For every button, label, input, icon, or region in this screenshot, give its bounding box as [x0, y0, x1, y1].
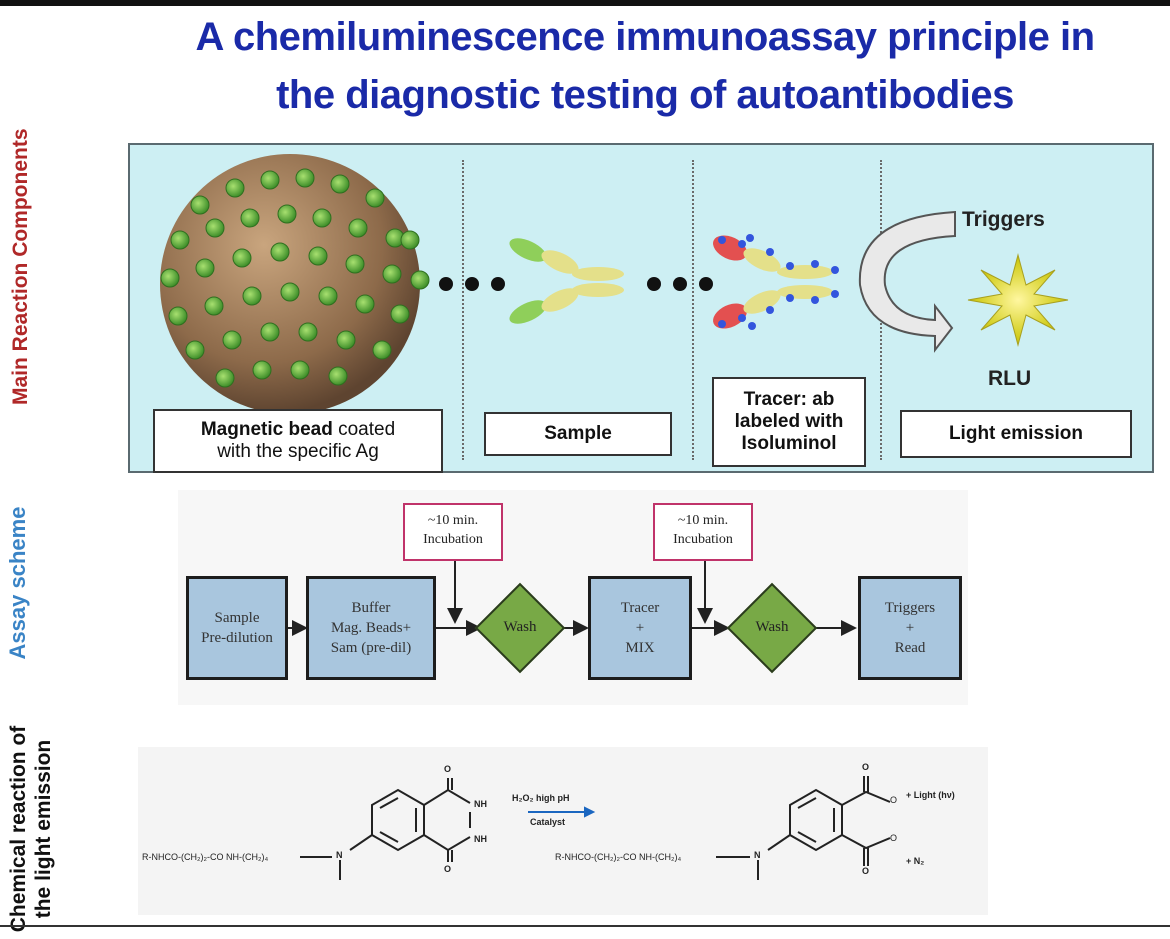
- panel-divider-1: [462, 160, 464, 460]
- triggers-label: Triggers: [962, 208, 1045, 231]
- left-nh-bottom: NH: [474, 834, 487, 844]
- bead-label-rest: coated: [332, 419, 396, 440]
- title-line-2: the diagnostic testing of autoantibodies: [276, 73, 1014, 117]
- step4-line-1: Triggers: [884, 600, 936, 616]
- title-line-1: A chemiluminescence immunoassay principl…: [195, 15, 1095, 59]
- tracer-label-line-1: Tracer: ab: [743, 389, 835, 410]
- inc1-line-1: ~10 min.: [427, 513, 479, 528]
- triggers-curved-arrow-icon: [858, 210, 956, 353]
- tracer-label: Tracer: ab labeled with Isoluminol: [712, 377, 866, 467]
- tracer-label-line-3: Isoluminol: [741, 433, 837, 454]
- connector-dots-1: [439, 277, 505, 291]
- panel-divider-2: [692, 160, 694, 460]
- bead-label-bold: Magnetic bead: [200, 419, 333, 440]
- right-side-chain: R-NHCO-(CH₂)₂-CO NH-(CH₂)₄: [555, 852, 682, 862]
- step3-line-1: Tracer: [620, 600, 660, 616]
- inc2-line-1: ~10 min.: [677, 513, 729, 528]
- sample-antibody-icon: [509, 238, 624, 324]
- inc2-line-2: Incubation: [673, 532, 733, 547]
- left-side-chain: R-NHCO-(CH₂)₂-CO NH-(CH₂)₄: [142, 852, 269, 862]
- step3-line-3: MIX: [625, 640, 655, 656]
- right-oxygen-bottom: O: [862, 866, 870, 876]
- tracer-antibody-icon: [713, 234, 839, 330]
- step2-line-3: Sam (pre-dil): [330, 640, 412, 656]
- step-triggers-read: Triggers + Read: [858, 576, 962, 680]
- left-oxygen-bottom: O: [444, 864, 452, 874]
- sample-label: Sample: [484, 412, 672, 456]
- incubation-callout-1: ~10 min. Incubation: [403, 503, 503, 561]
- left-oxygen-top: O: [444, 764, 452, 774]
- inc1-line-2: Incubation: [423, 532, 483, 547]
- wash-label-1: Wash: [503, 619, 537, 635]
- product-nitrogen: + N₂: [906, 856, 925, 866]
- bead-label: Magnetic bead coated with the specific A…: [153, 409, 443, 473]
- step3-line-2: +: [635, 620, 645, 636]
- left-n-atom: N: [336, 850, 343, 860]
- left-nh-top: NH: [474, 799, 487, 809]
- light-emission-label: Light emission: [900, 410, 1132, 458]
- reaction-reagent: H₂O₂ high pH: [512, 793, 570, 803]
- magnetic-bead-icon: [160, 154, 430, 414]
- rlu-label: RLU: [988, 367, 1032, 390]
- bead-label-line-2: with the specific Ag: [217, 441, 379, 462]
- chemical-reaction-area: [138, 747, 988, 915]
- bottom-border: [0, 925, 1170, 927]
- step-tracer-mix: Tracer + MIX: [588, 576, 692, 680]
- light-emission-star-icon: [967, 253, 1069, 347]
- right-o-minus-1: O: [890, 795, 898, 805]
- wash-label-2: Wash: [755, 619, 789, 635]
- top-border: [0, 0, 1170, 6]
- right-n-atom: N: [754, 850, 761, 860]
- reaction-catalyst: Catalyst: [530, 817, 566, 827]
- step2-line-1: Buffer: [351, 600, 391, 616]
- connector-dots-2: [647, 277, 713, 291]
- step4-line-3: Read: [894, 640, 926, 656]
- right-o-minus-2: O: [890, 833, 898, 843]
- product-light: + Light (hν): [906, 790, 955, 800]
- step2-line-2: Mag. Beads+: [330, 620, 412, 636]
- step1-line-1: Sample: [214, 610, 260, 626]
- step4-line-2: +: [905, 620, 915, 636]
- page-title: A chemiluminescence immunoassay principl…: [120, 8, 1170, 124]
- step-sample-predilution: Sample Pre-dilution: [186, 576, 288, 680]
- tracer-label-line-2: labeled with: [734, 411, 844, 432]
- incubation-callout-2: ~10 min. Incubation: [653, 503, 753, 561]
- right-oxygen-top: O: [862, 762, 870, 772]
- step1-line-2: Pre-dilution: [201, 630, 273, 646]
- step-buffer-beads: Buffer Mag. Beads+ Sam (pre-dil): [306, 576, 436, 680]
